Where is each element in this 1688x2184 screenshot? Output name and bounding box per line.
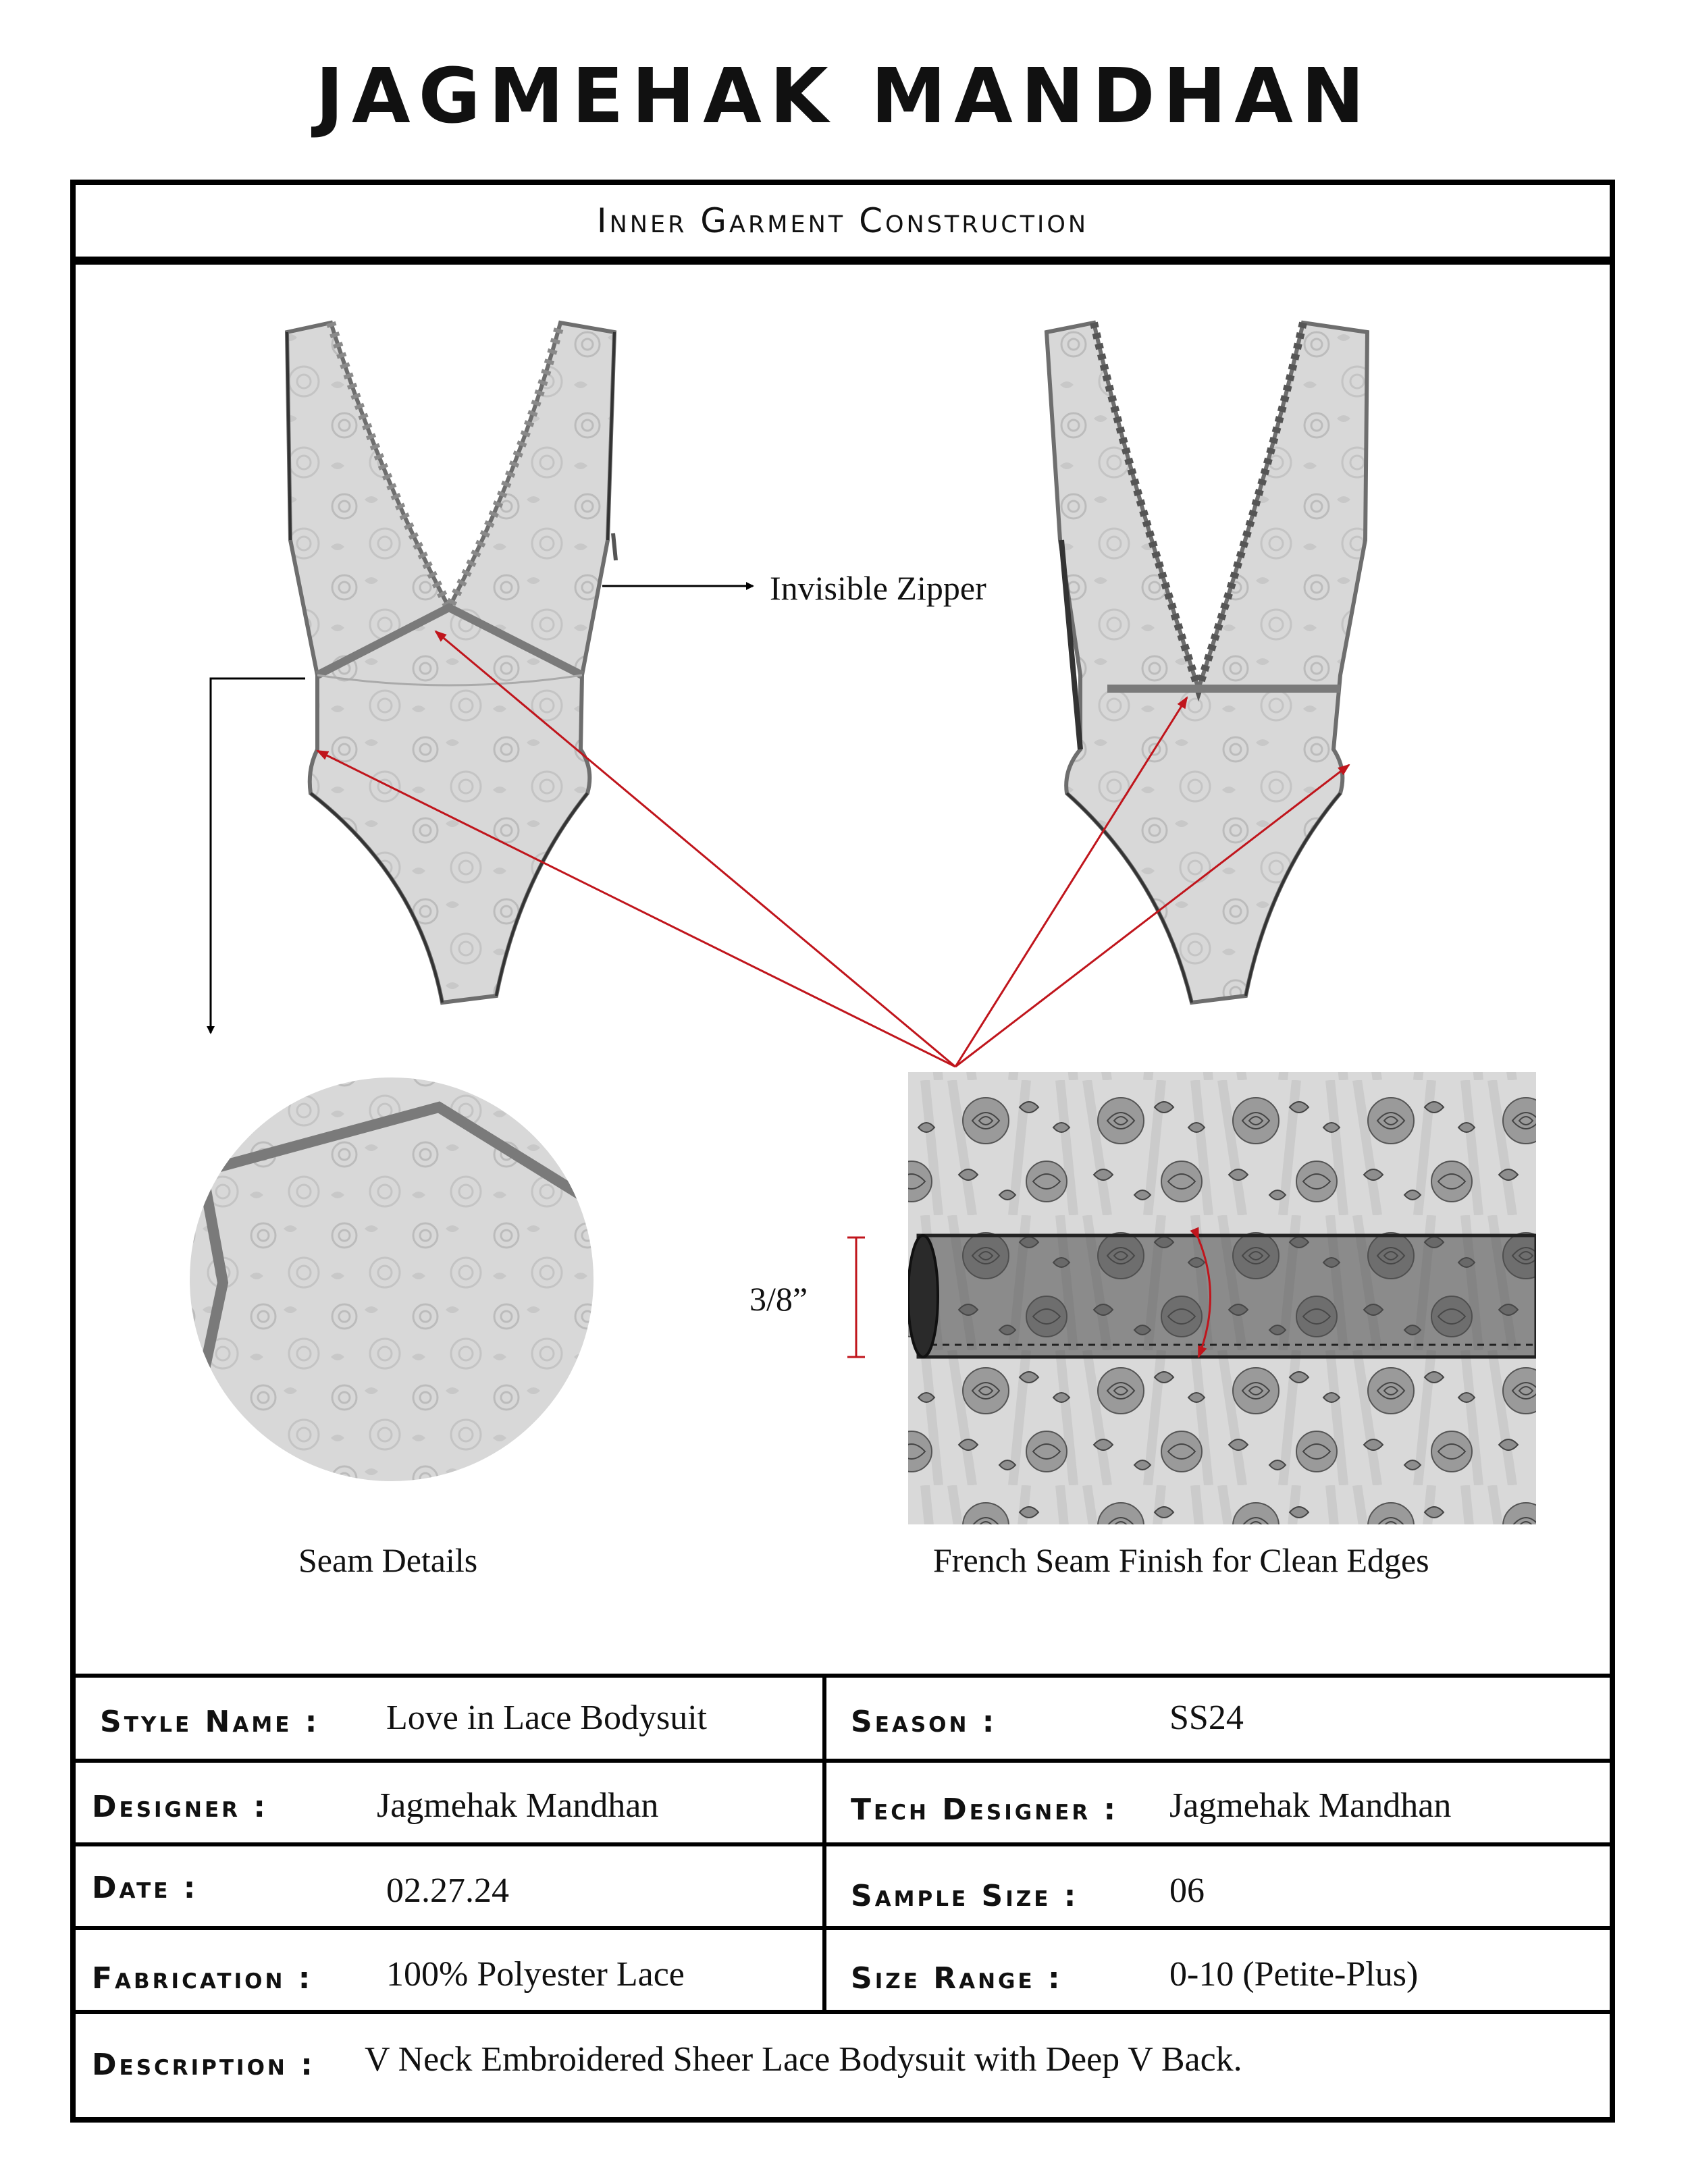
french-seam-caption: French Seam Finish for Clean Edges	[933, 1541, 1429, 1579]
spec-row: Date : 02.27.24 Sample Size : 06	[76, 1842, 1610, 1926]
seam-details-caption: Seam Details	[298, 1541, 478, 1579]
fabrication-value: 100% Polyester Lace	[386, 1955, 685, 1994]
date-value: 02.27.24	[386, 1871, 509, 1910]
date-label: Date :	[92, 1871, 199, 1905]
seam-detail-arrow	[207, 677, 305, 1034]
season-label: Season :	[851, 1705, 997, 1739]
column-divider	[822, 1674, 826, 2010]
spec-row: Designer : Jagmehak Mandhan Tech Designe…	[76, 1759, 1610, 1842]
content-frame: Inner Garment Construction Style Name : …	[70, 180, 1615, 2123]
fabrication-label: Fabrication :	[92, 1961, 313, 1996]
size-range-value: 0-10 (Petite-Plus)	[1169, 1955, 1419, 1994]
season-value: SS24	[1169, 1699, 1244, 1737]
construction-illustration	[188, 320, 1536, 1524]
front-view-sketch	[284, 320, 618, 1005]
spec-row: Fabrication : 100% Polyester Lace Size R…	[76, 1926, 1610, 2010]
designer-label: Designer :	[92, 1790, 268, 1824]
zipper-callout: Invisible Zipper	[770, 569, 986, 607]
seam-width-label: 3/8”	[749, 1280, 808, 1318]
french-seam-swatch	[908, 1072, 1536, 1524]
spec-row: Description : V Neck Embroidered Sheer L…	[76, 2010, 1610, 2125]
brand-title: JAGMEHAK MANDHAN	[315, 53, 1373, 140]
description-label: Description :	[92, 2048, 315, 2082]
style-name-value: Love in Lace Bodysuit	[386, 1699, 708, 1737]
french-seam-callout-lines	[316, 630, 1350, 1068]
sample-size-label: Sample Size :	[851, 1879, 1079, 1913]
seam-width-bracket	[847, 1236, 865, 1358]
tech-designer-value: Jagmehak Mandhan	[1169, 1786, 1452, 1825]
spec-row: Style Name : Love in Lace Bodysuit Seaso…	[76, 1674, 1610, 1759]
designer-value: Jagmehak Mandhan	[377, 1786, 659, 1825]
style-name-label: Style Name :	[100, 1705, 320, 1739]
sample-size-value: 06	[1169, 1871, 1205, 1910]
section-title: Inner Garment Construction	[76, 185, 1610, 265]
size-range-label: Size Range :	[851, 1961, 1063, 1996]
tech-designer-label: Tech Designer :	[851, 1792, 1119, 1827]
description-value: V Neck Embroidered Sheer Lace Bodysuit w…	[365, 2040, 1242, 2079]
seam-curve-arrow	[1190, 1227, 1211, 1358]
